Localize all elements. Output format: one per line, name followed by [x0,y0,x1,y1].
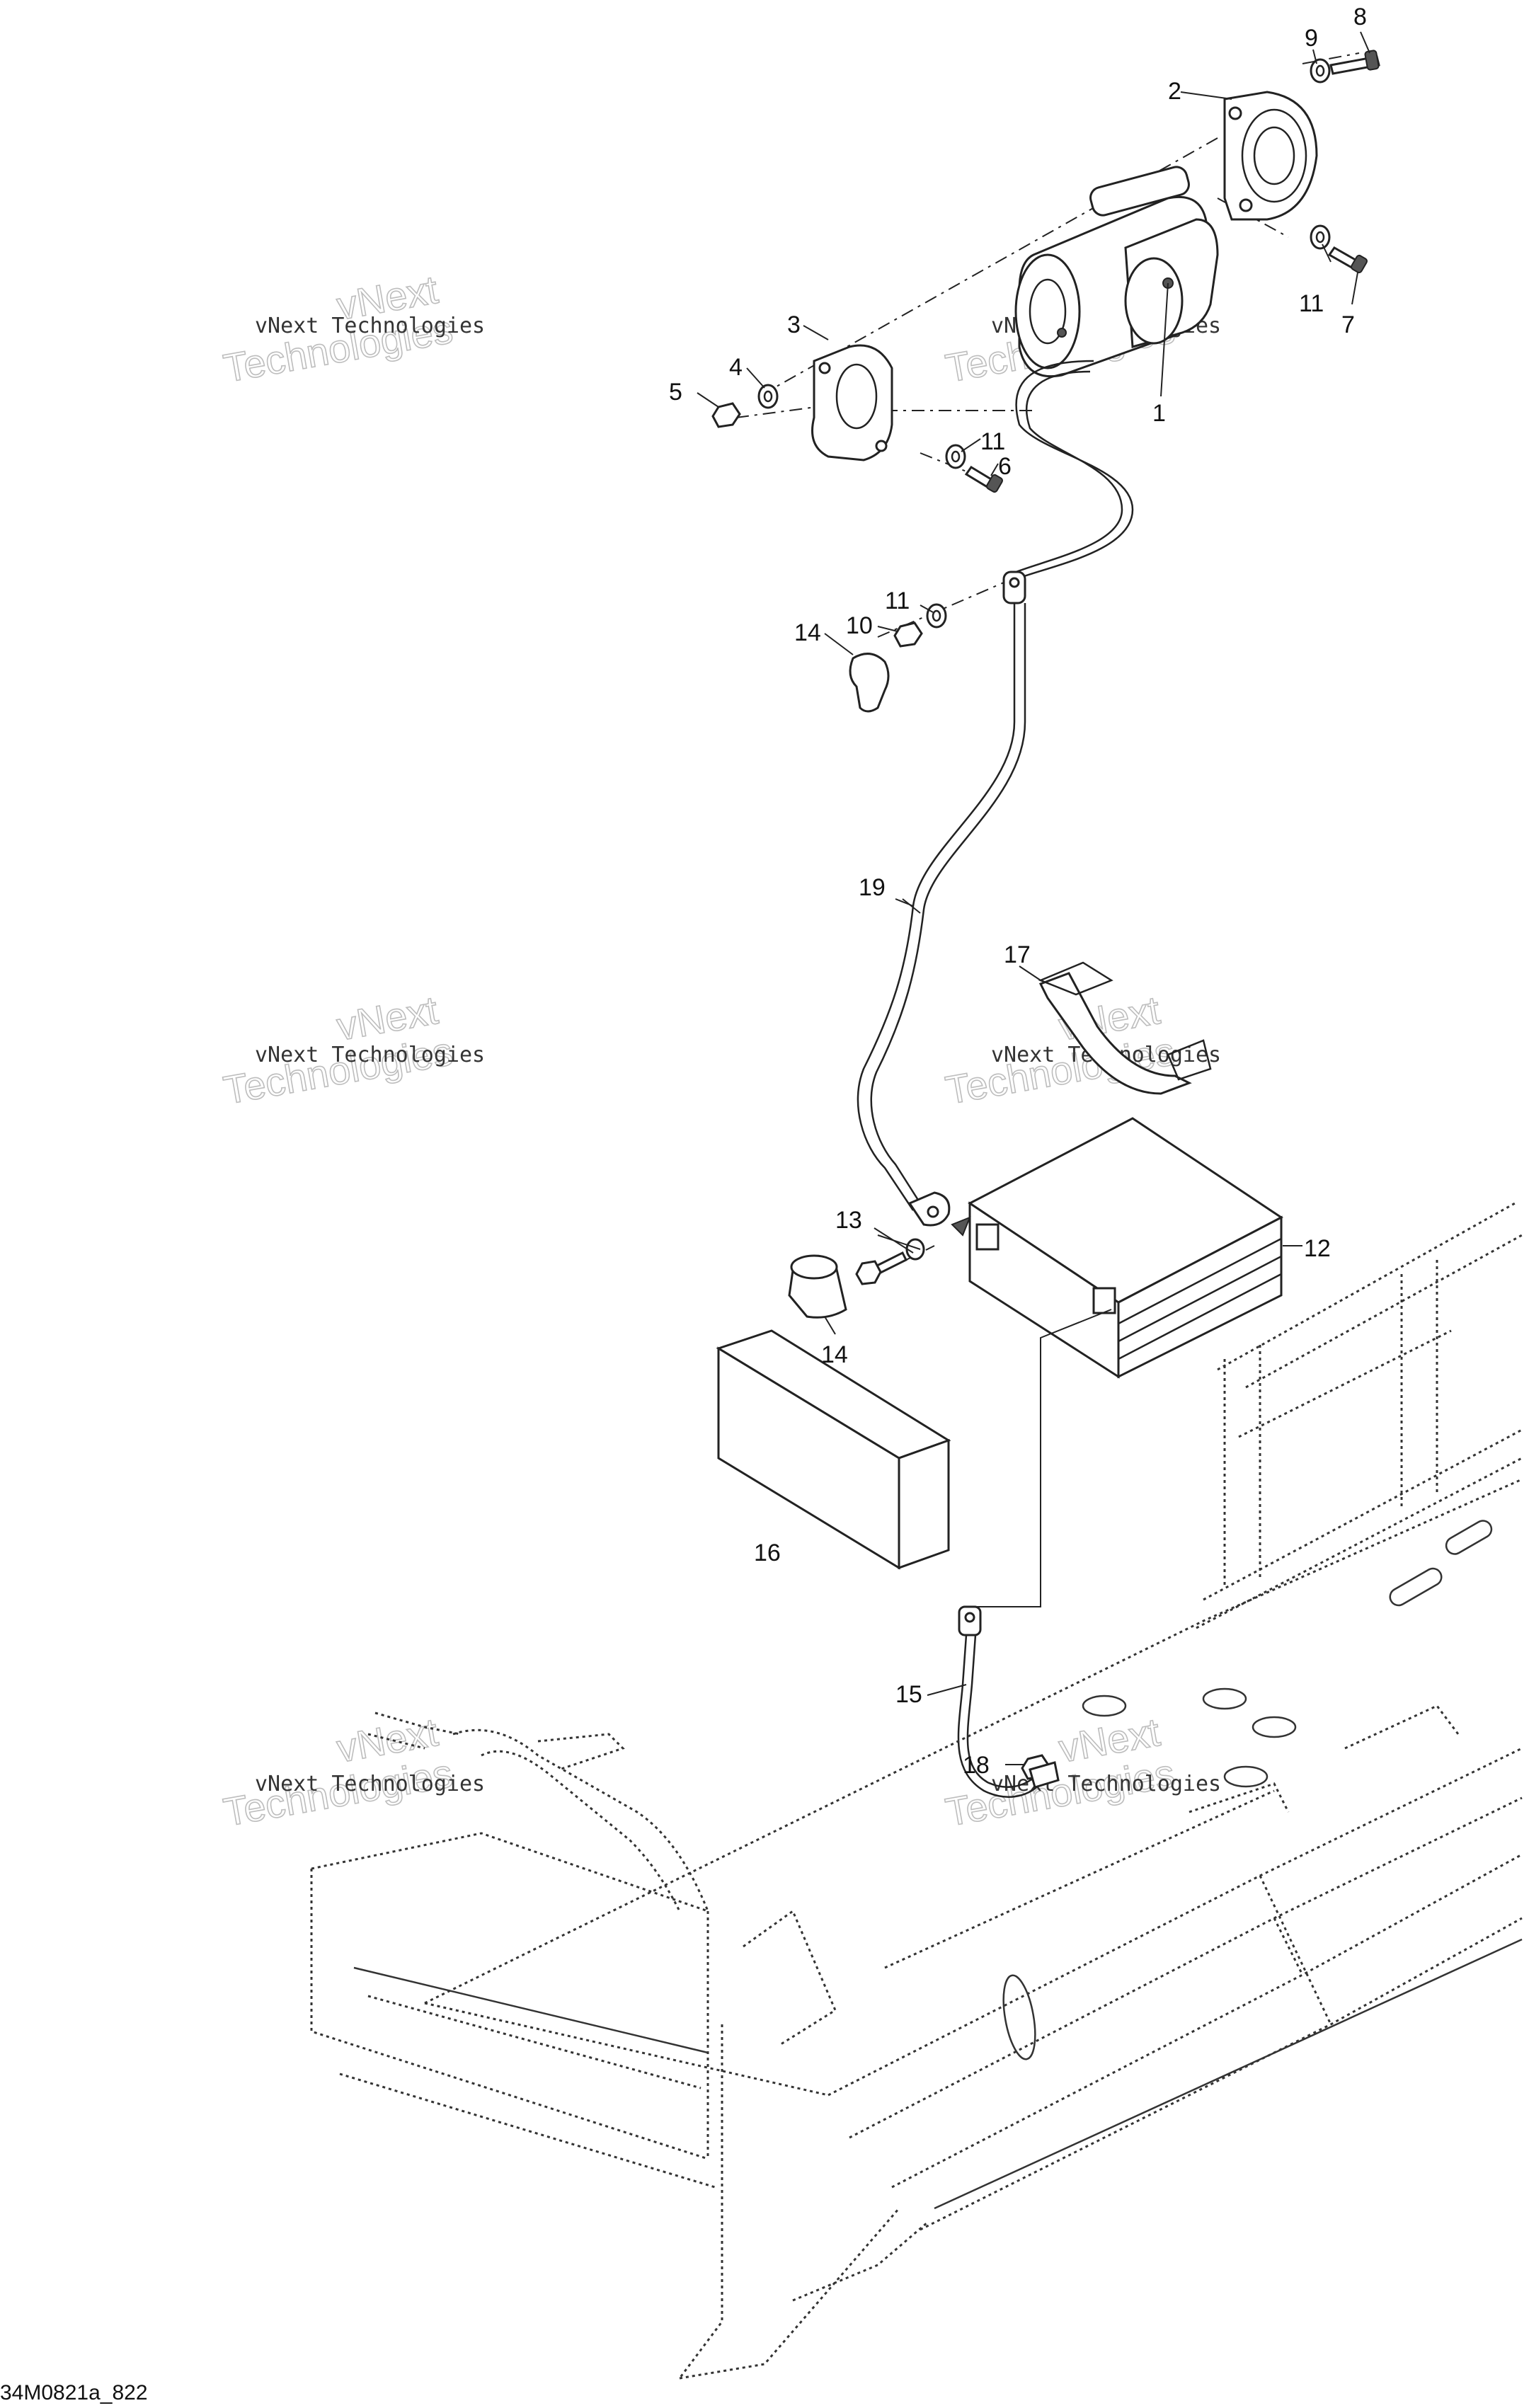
callout-11-left: 11 [980,428,1005,455]
fasteners [711,50,1380,1780]
vehicle-frame [310,1202,1523,2380]
callout-11-mid: 11 [885,587,910,614]
starter-motor [1014,166,1219,378]
svg-text:vNext Technologies: vNext Technologies [255,314,485,338]
ground-cable [957,1309,1112,1798]
terminal-protectors [788,653,890,1319]
callout-2: 2 [1168,78,1181,105]
callout-7: 7 [1341,311,1355,338]
callout-labels: 1 2 3 4 5 6 7 8 9 10 11 11 11 12 13 14 1… [669,4,1367,1779]
callout-9: 9 [1305,25,1318,52]
rear-support-bracket [1223,91,1318,221]
callout-12: 12 [1304,1235,1331,1262]
callout-14-top: 14 [794,619,821,646]
callout-14-bottom: 14 [821,1341,848,1368]
callout-11-right: 11 [1299,290,1324,317]
drawing-code: 34M0821a_822 [0,2381,148,2404]
callout-1: 1 [1152,400,1166,427]
watermark-1: vNext Technologies vNext Technologies [219,266,485,391]
callout-4: 4 [729,354,743,381]
battery [951,1117,1283,1379]
starter-cable [857,360,1134,1227]
callout-17: 17 [1004,941,1031,968]
battery-strap [1038,961,1212,1095]
svg-text:vNext Technologies: vNext Technologies [255,1772,485,1796]
callout-10: 10 [846,612,873,639]
callout-13: 13 [835,1207,862,1234]
battery-pad [716,1329,951,1570]
watermark-5: vNext Technologies vNext Technologies [219,1709,485,1835]
callout-16: 16 [754,1540,781,1566]
callout-5: 5 [669,379,682,406]
callout-6: 6 [998,453,1012,480]
front-support-bracket [811,344,893,461]
svg-text:Technologies: Technologies [220,1028,456,1113]
watermark-3: vNext Technologies vNext Technologies [219,987,485,1113]
callout-3: 3 [787,311,801,338]
callout-19: 19 [859,874,886,901]
svg-text:vNext Technologies: vNext Technologies [255,1043,485,1067]
callout-leaders [697,31,1370,1765]
callout-8: 8 [1353,4,1367,30]
callout-15: 15 [895,1681,922,1708]
callout-18: 18 [963,1752,990,1779]
